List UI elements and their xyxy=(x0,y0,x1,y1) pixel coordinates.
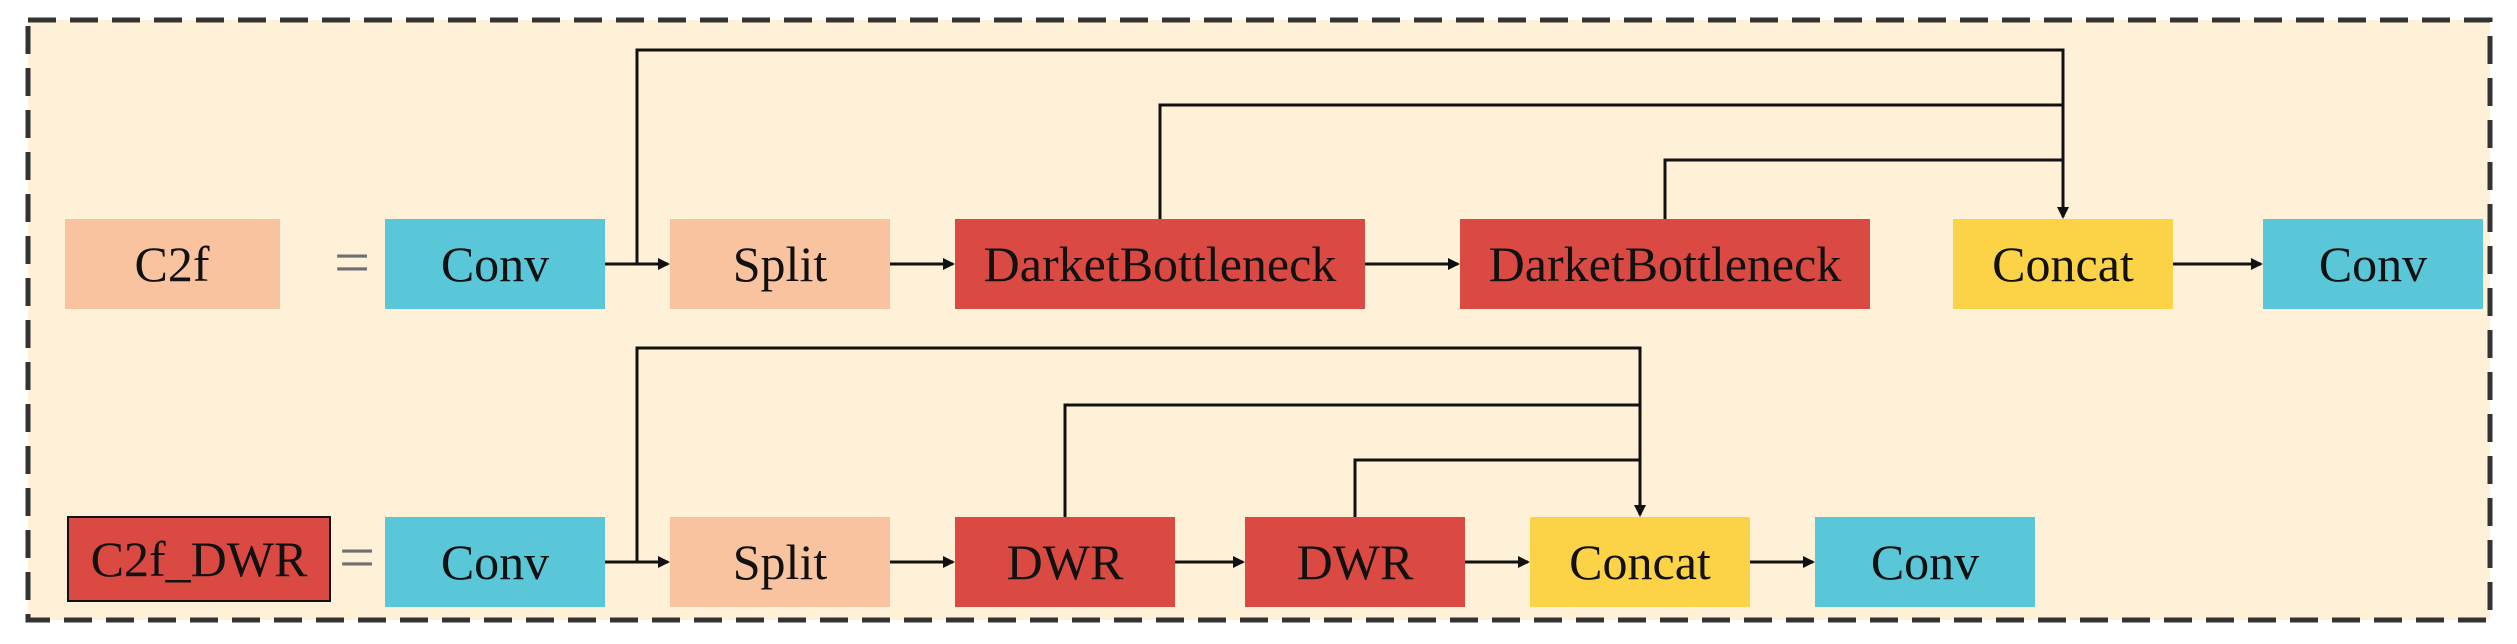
c2f-darketbottleneck-2-label: DarketBottleneck xyxy=(1489,236,1842,292)
c2f-split-box xyxy=(670,219,890,309)
c2f-dwr-conv-out-label: Conv xyxy=(1871,534,1979,590)
c2f-skip-from-split xyxy=(635,48,2065,264)
c2f-equals: = xyxy=(334,227,370,298)
c2f-dwr-dwr-2-box xyxy=(1245,517,1465,607)
c2f-dwr-dwr-2-label: DWR xyxy=(1297,534,1414,590)
c2f-darketbottleneck-1-box xyxy=(955,219,1365,309)
c2f-darketbottleneck-2-box xyxy=(1460,219,1870,309)
c2f-dwr-concat-label: Concat xyxy=(1569,534,1711,590)
c2f-concat-label: Concat xyxy=(1992,236,2134,292)
c2f-conv-out-label: Conv xyxy=(2319,236,2427,292)
c2f-label: C2f xyxy=(135,236,210,292)
c2f-dwr-split-label: Split xyxy=(733,534,828,590)
c2f-dwr-conv-label: Conv xyxy=(441,534,549,590)
row-c2f: C2f = Conv Split DarketBottleneck Darket… xyxy=(65,48,2483,309)
c2f-dwr-dwr-1-label: DWR xyxy=(1007,534,1124,590)
c2f-dwr-skip-from-dwr1 xyxy=(1063,403,1640,517)
c2f-dwr-concat-box xyxy=(1530,517,1750,607)
row-c2f-dwr: C2f_DWR = Conv Split DWR DWR Concat Conv xyxy=(67,346,2035,607)
c2f-dwr-skip-from-dwr2 xyxy=(1353,458,1640,517)
c2f-conv-out-box xyxy=(2263,219,2483,309)
c2f-skip-from-bottleneck1 xyxy=(1158,103,2063,219)
c2f-dwr-label-box xyxy=(67,516,331,602)
c2f-conv-label: Conv xyxy=(441,236,549,292)
c2f-concat-box xyxy=(1953,219,2173,309)
c2f-conv-box xyxy=(385,219,605,309)
c2f-dwr-conv-out-box xyxy=(1815,517,2035,607)
c2f-label-box xyxy=(65,219,280,309)
c2f-dwr-equals: = xyxy=(339,522,375,593)
c2f-dwr-dwr-1-box xyxy=(955,517,1175,607)
c2f-darketbottleneck-1-label: DarketBottleneck xyxy=(984,236,1337,292)
c2f-dwr-conv-box xyxy=(385,517,605,607)
c2f-skip-from-bottleneck2 xyxy=(1663,158,2063,219)
c2f-dwr-label: C2f_DWR xyxy=(91,531,308,587)
c2f-split-label: Split xyxy=(733,236,828,292)
c2f-dwr-split-box xyxy=(670,517,890,607)
